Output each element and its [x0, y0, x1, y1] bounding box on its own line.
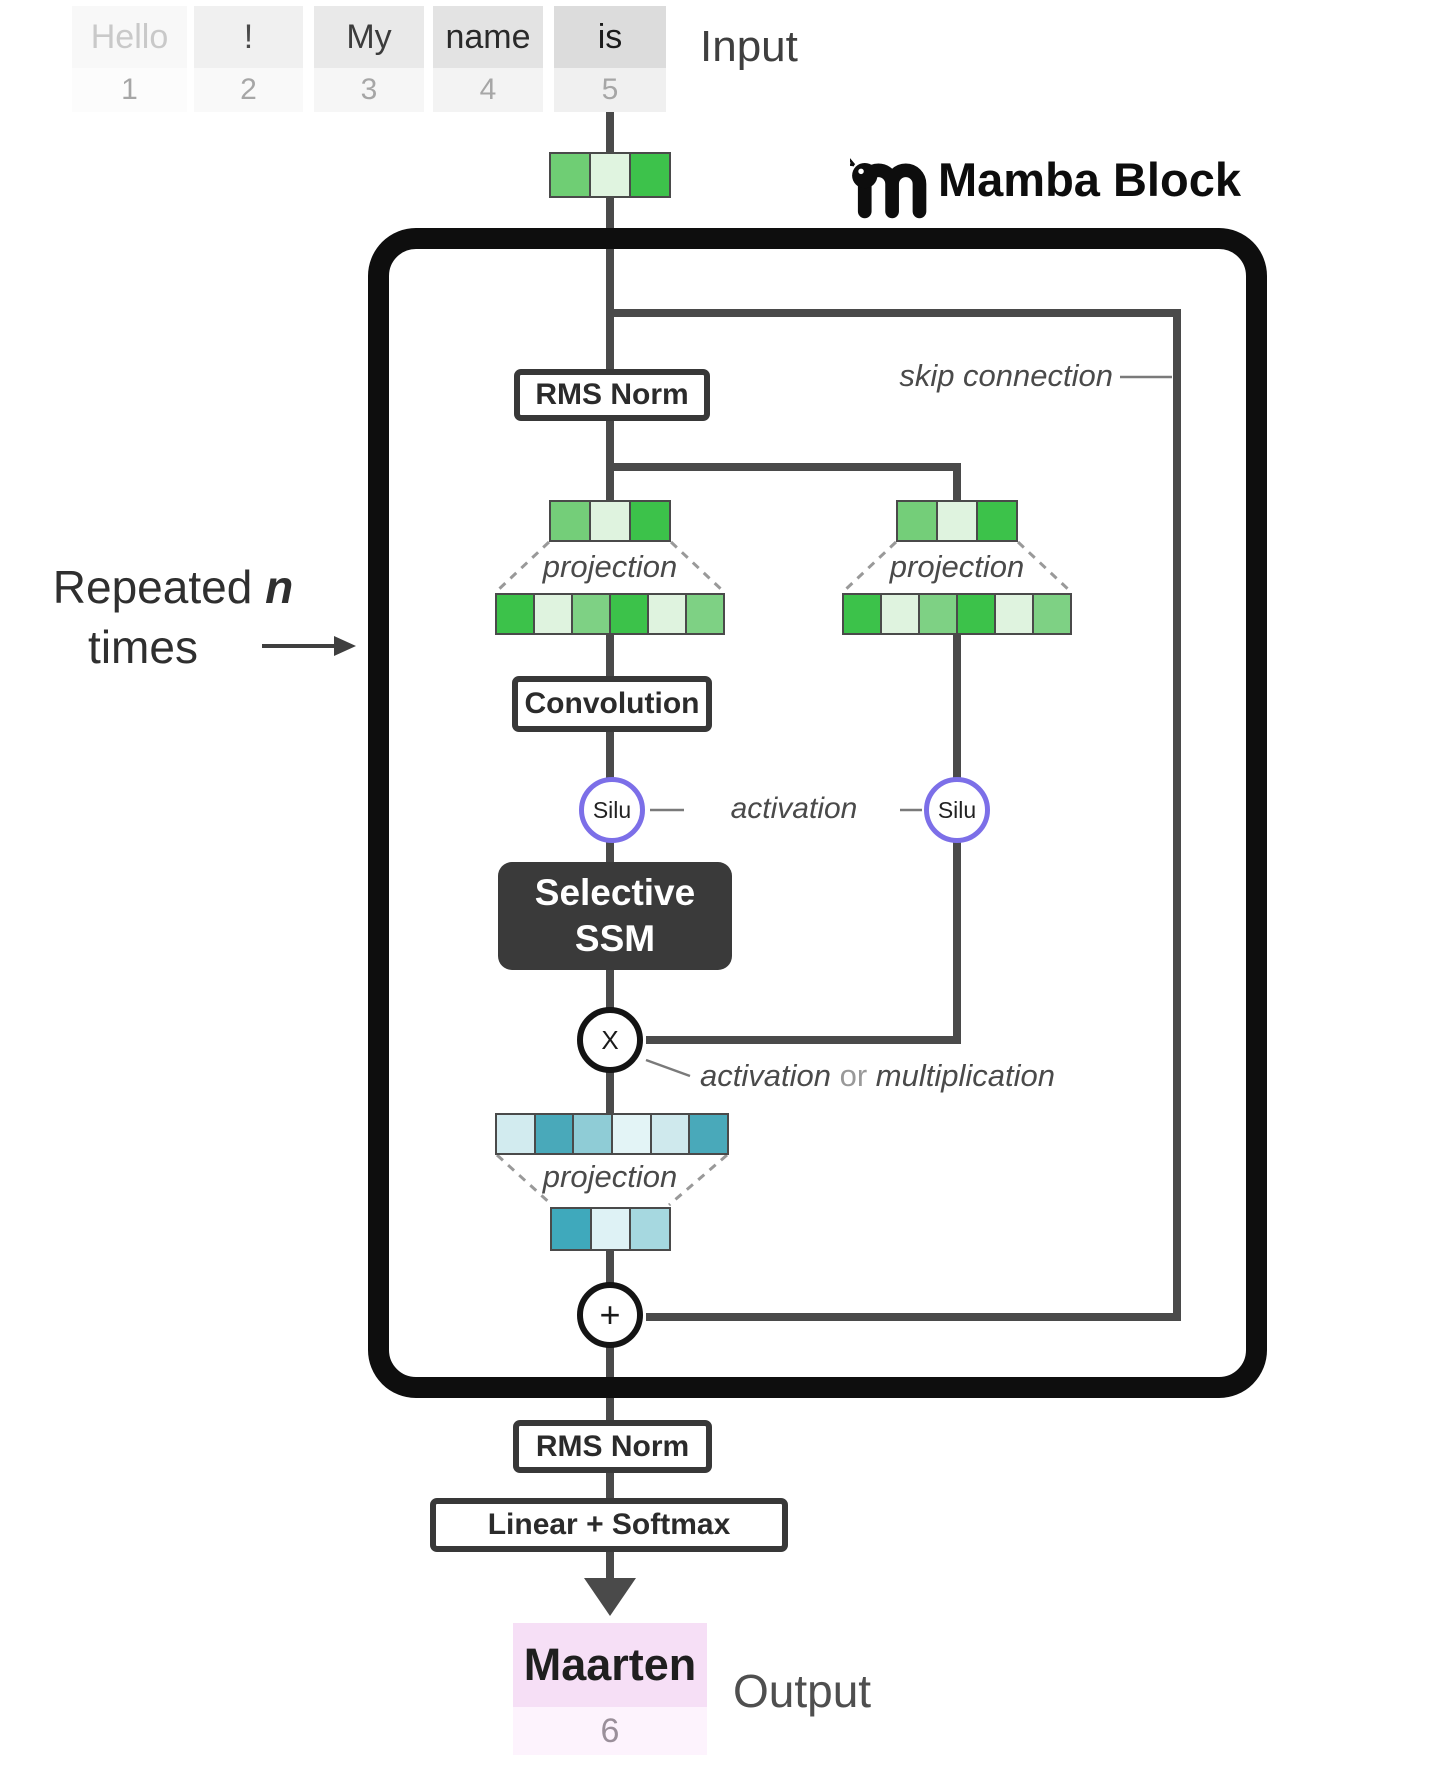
output-arrowhead-icon [584, 1578, 636, 1616]
activation-label: activation [730, 792, 858, 825]
vector-cell [589, 1209, 630, 1249]
flow-lines [606, 112, 1181, 1582]
skip-connection-label: skip connection [899, 358, 1113, 393]
output-token-word: Maarten [513, 1623, 707, 1707]
add-node: + [577, 1282, 643, 1348]
vector-cell [611, 1115, 650, 1153]
vector-cell [497, 595, 533, 633]
token-word: ! [194, 6, 303, 68]
input-label: Input [700, 22, 798, 71]
selective-ssm-line1: Selective [534, 872, 696, 913]
vector-cell [629, 1209, 670, 1249]
output-label: Output [733, 1665, 872, 1717]
repeat-arrowhead-icon [334, 636, 356, 656]
token-number: 1 [72, 68, 187, 112]
right-projection-input-vector [896, 500, 1018, 542]
vector-cell [572, 1115, 612, 1153]
token-number: 4 [433, 68, 543, 112]
repeated-n-label-line2: times [88, 621, 198, 673]
vector-cell [497, 1115, 534, 1153]
silu-right-node: Silu [924, 777, 990, 843]
rms-norm-top-box: RMS Norm [514, 369, 710, 421]
silu-left-node: Silu [579, 777, 645, 843]
mamba-snake-icon [850, 158, 927, 219]
right-projection-output-vector [842, 593, 1072, 635]
vector-cell [629, 502, 669, 540]
vector-cell [589, 154, 629, 196]
token-number: 5 [554, 68, 666, 112]
token-word: Hello [72, 6, 187, 68]
vector-cell [844, 595, 880, 633]
act-mult-part-b: multiplication [875, 1058, 1055, 1093]
vector-cell [688, 1115, 728, 1153]
mamba-block-title: Mamba Block [938, 153, 1241, 206]
convolution-box: Convolution [512, 676, 712, 732]
vector-cell [533, 595, 571, 633]
linear-softmax-box: Linear + Softmax [430, 1498, 788, 1552]
output-projection-input-vector [495, 1113, 729, 1155]
vector-cell [898, 502, 936, 540]
projection-dashed-lines [495, 540, 1072, 1207]
repeated-n-label-line1: Repeated n [8, 560, 338, 614]
vector-cell [533, 1115, 573, 1153]
output-token-number: 6 [513, 1707, 707, 1755]
token-word: name [433, 6, 543, 68]
vector-cell [551, 154, 589, 196]
act-mult-part-a: activation [700, 1058, 831, 1093]
activation-or-multiplication-label: activation or multiplication [700, 1058, 1055, 1094]
vector-cell [918, 595, 956, 633]
vector-cell [571, 595, 609, 633]
selective-ssm-box: Selective SSM [498, 862, 732, 970]
multiply-node: X [577, 1007, 643, 1073]
output-projection-output-vector [550, 1207, 671, 1251]
act-mult-part-or: or [830, 1058, 876, 1093]
token-word: is [554, 6, 666, 68]
repeated-text: Repeated [52, 561, 266, 613]
rms-norm-bottom-box: RMS Norm [513, 1420, 712, 1473]
projection-label-output: projection [542, 1159, 678, 1194]
repeated-n-variable: n [265, 561, 294, 613]
vector-cell [629, 154, 669, 196]
vector-cell [994, 595, 1032, 633]
vector-cell [1032, 595, 1070, 633]
vector-cell [589, 502, 629, 540]
vector-cell [649, 1115, 689, 1153]
left-projection-input-vector [549, 500, 671, 542]
vector-cell [936, 502, 976, 540]
token-number: 2 [194, 68, 303, 112]
annotation-lines [645, 375, 1172, 1078]
input-embedding-vector [549, 152, 671, 198]
vector-cell [647, 595, 685, 633]
vector-cell [609, 595, 647, 633]
projection-label-right: projection [889, 549, 1025, 584]
vector-cell [685, 595, 723, 633]
vector-cell [976, 502, 1016, 540]
vector-cell [956, 595, 994, 633]
vector-cell [880, 595, 918, 633]
vector-cell [552, 1209, 590, 1249]
token-number: 3 [314, 68, 424, 112]
token-word: My [314, 6, 424, 68]
vector-cell [551, 502, 589, 540]
selective-ssm-line2: SSM [574, 918, 656, 959]
left-projection-output-vector [495, 593, 725, 635]
projection-label-left: projection [542, 549, 678, 584]
